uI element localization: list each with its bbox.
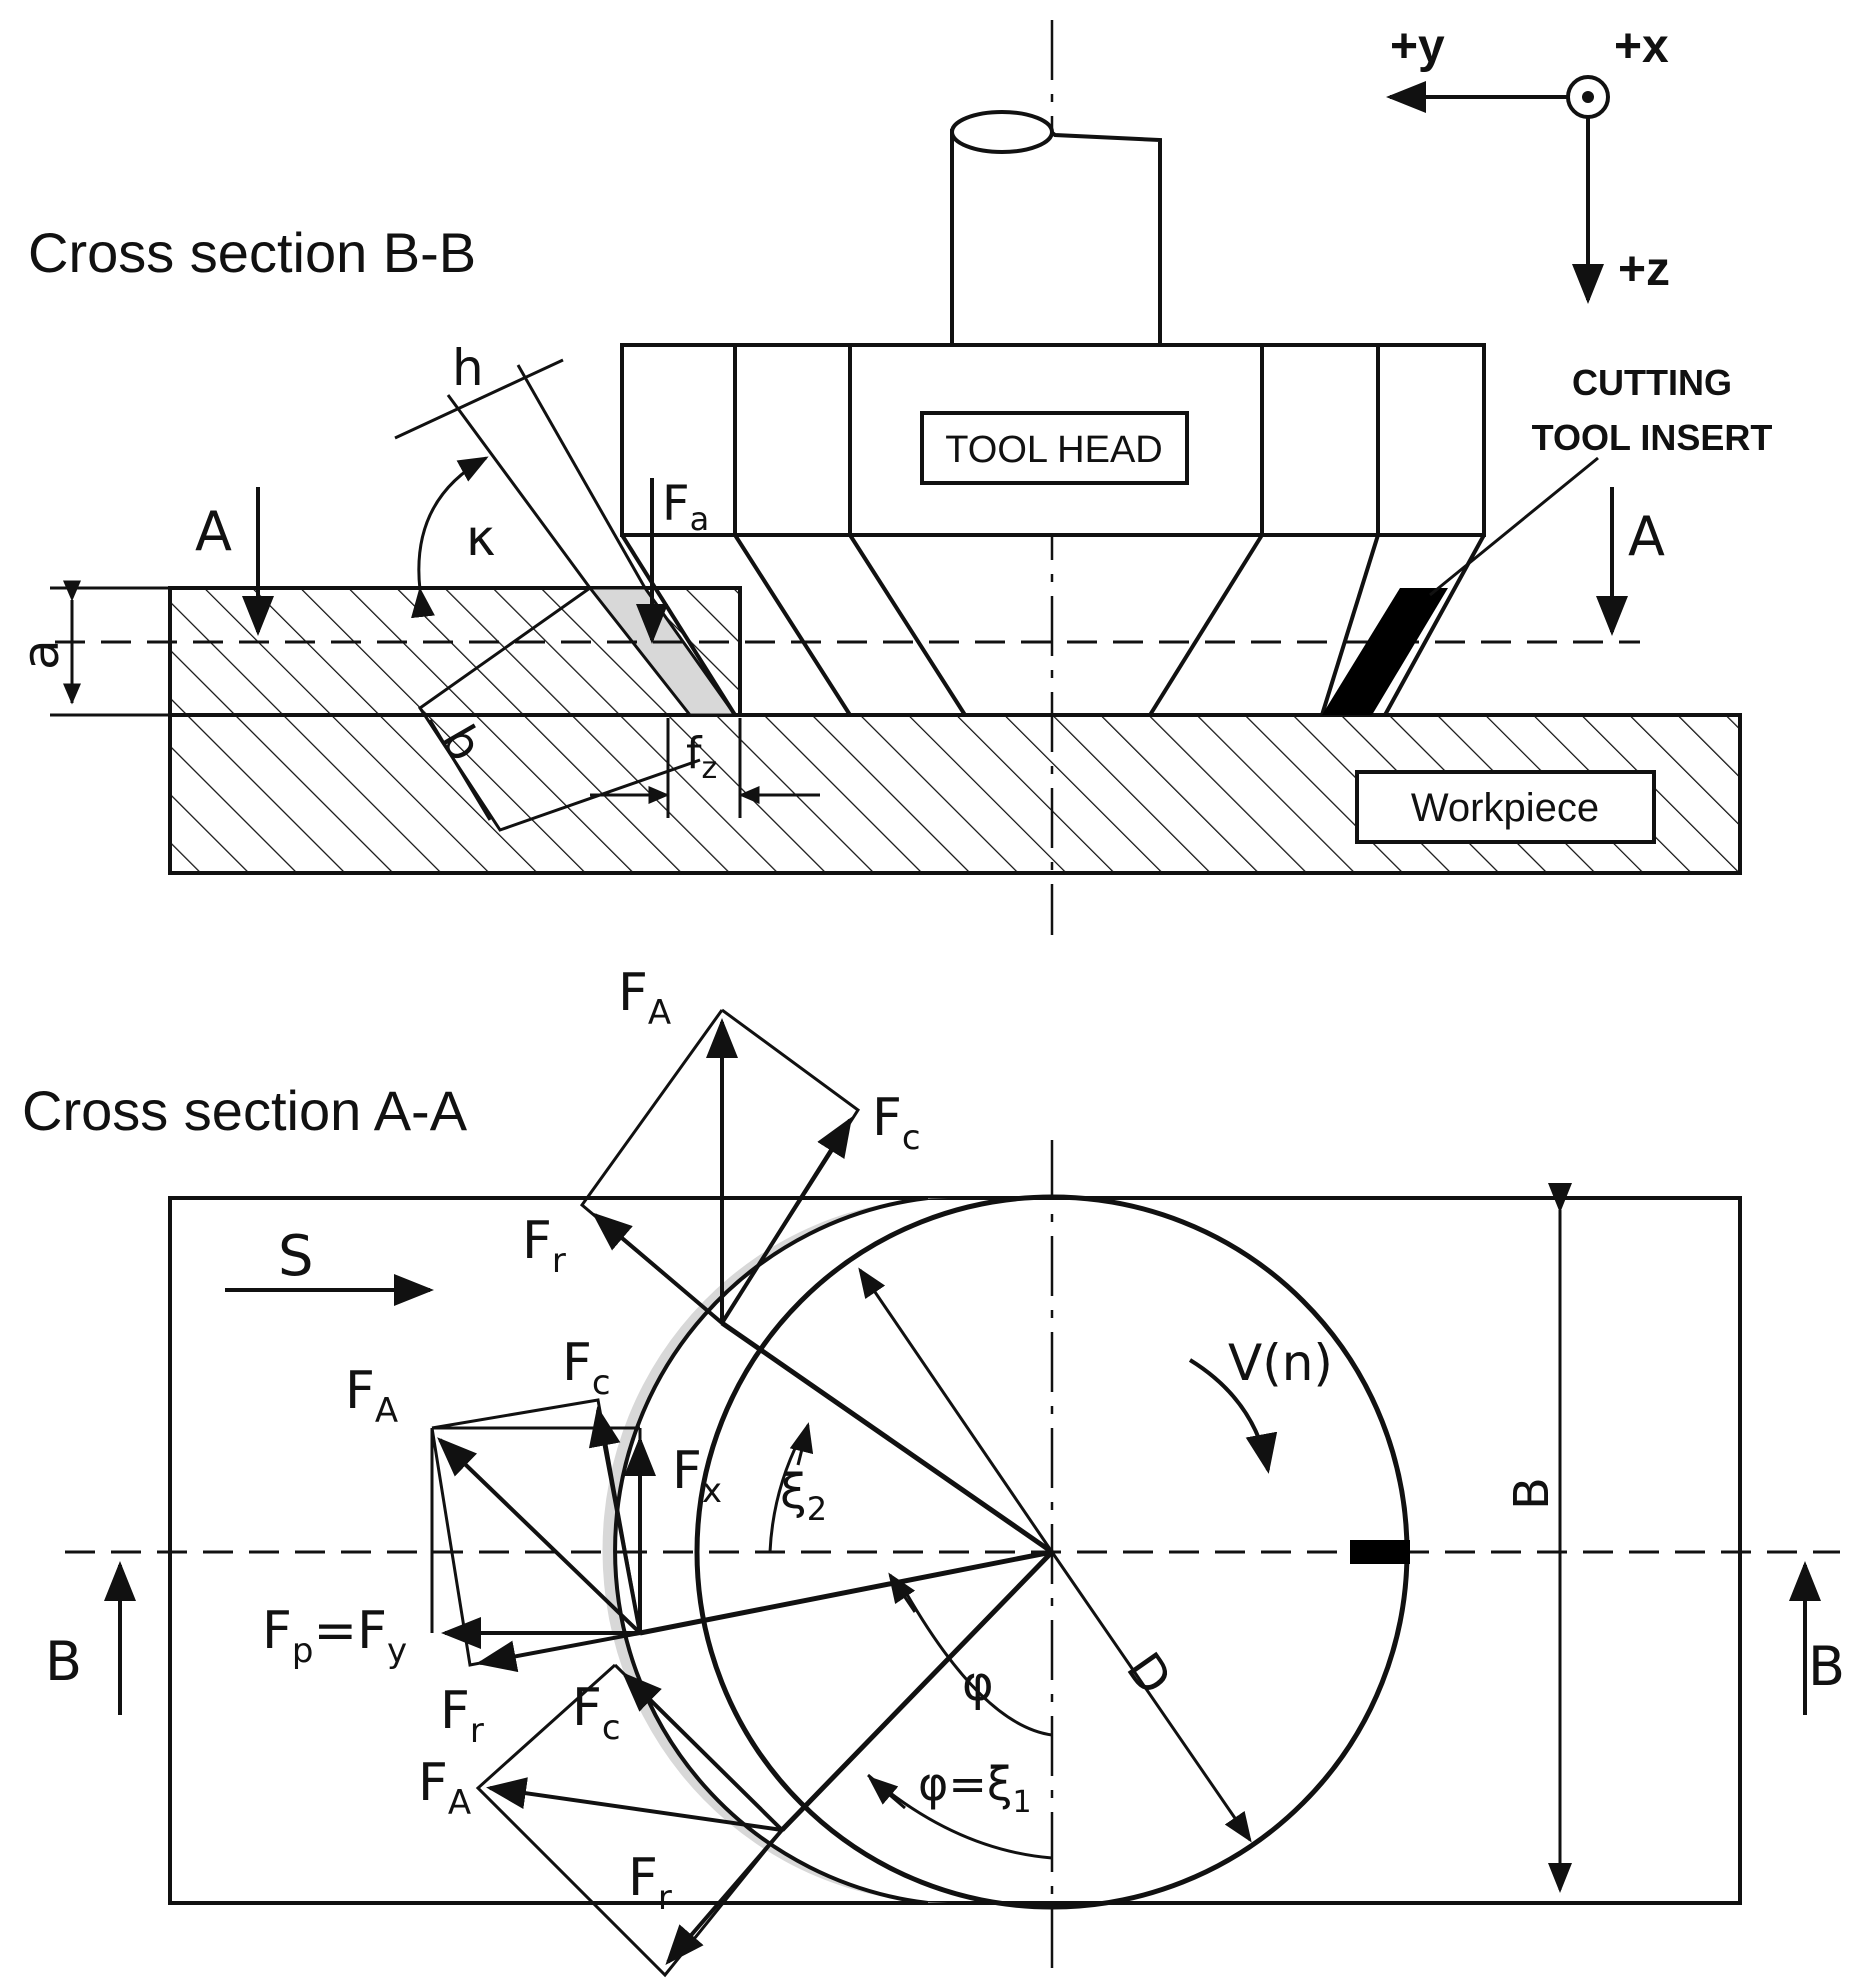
engage-radius-low — [780, 1550, 1054, 1832]
radius-line-upper — [858, 1267, 1054, 1553]
head-slant-r1 — [1320, 534, 1380, 716]
force-fa-bot-arrow — [486, 1777, 783, 1832]
section-b-letter-right: B — [1808, 1635, 1845, 1698]
section-a-title: Cross section A-A — [22, 1079, 468, 1142]
force-fr-bot-label: Fr — [628, 1848, 672, 1918]
tool-head-label: TOOL HEAD — [945, 429, 1163, 471]
insert-leader — [1429, 456, 1599, 597]
rotation-label: V(n) — [1228, 1334, 1333, 1392]
axis-z-label: +z — [1618, 243, 1670, 296]
dim-diameter — [1050, 1551, 1252, 1843]
dim-diameter-label: D — [1115, 1643, 1182, 1705]
workpiece-label: Workpiece — [1411, 786, 1599, 830]
force-fa-top-label: FA — [618, 963, 671, 1033]
tool-head-label-box — [920, 411, 1189, 485]
tool-edge-right — [516, 364, 647, 589]
tool-edge-left — [446, 394, 592, 589]
force-fa-mid-arrow — [437, 1437, 642, 1635]
kappa-label: κ — [466, 509, 495, 567]
section-b-b: Cross section B-B +y +x +z — [12, 20, 1772, 935]
cutting-insert-top — [1350, 1540, 1410, 1564]
head-left-taper — [620, 533, 737, 717]
axis-x-label: +x — [1614, 20, 1669, 73]
x-axis-dot — [1582, 91, 1594, 103]
chip-inner-arc — [613, 1196, 929, 1905]
axis-indicator: +y +x +z — [1386, 20, 1670, 304]
force-fc-mid-label: Fc — [562, 1333, 611, 1403]
section-b-title: Cross section B-B — [28, 221, 476, 284]
force-fc-top-arrow — [720, 1116, 853, 1325]
workpiece-label-box — [1355, 770, 1656, 844]
xi1-arrowhead — [867, 1776, 906, 1810]
dim-h-label: h — [452, 339, 484, 397]
phi-arrowhead — [888, 1572, 917, 1613]
insert-label-line1: CUTTING — [1572, 362, 1732, 403]
dim-b-line — [428, 719, 492, 821]
force-fr-bot-arrow — [665, 1828, 784, 1966]
xi2-label: ξ2 — [780, 1464, 827, 1528]
engage-radius-top — [720, 1320, 1054, 1555]
force-fr-mid-label: Fr — [440, 1681, 484, 1751]
spindle-end — [950, 110, 1054, 154]
phi-arc — [898, 1581, 1053, 1737]
cutting-insert — [1322, 588, 1448, 715]
force-diagram-bottom: Fc FA Fr — [418, 1663, 785, 1978]
phi-label: φ — [962, 1656, 994, 1712]
force-fc-bot-label: Fc — [572, 1678, 621, 1748]
force-fc-bot-arrow — [622, 1672, 784, 1832]
xi2-arrowhead — [789, 1422, 814, 1466]
force-fa-mid-label: FA — [345, 1361, 398, 1431]
force-fc-top-label: Fc — [872, 1088, 921, 1158]
force-fc-mid-arrow — [588, 1406, 642, 1634]
feed-per-tooth-label: fz — [686, 728, 717, 786]
force-fa-bot-label: FA — [418, 1753, 471, 1823]
phi-xi1-label: φ=ξ1 — [918, 1757, 1032, 1820]
section-a-letter-right: A — [1628, 505, 1665, 568]
section-b-letter-left: B — [45, 1630, 82, 1693]
force-fa-label: Fa — [662, 476, 709, 538]
feed-label: S — [278, 1224, 314, 1289]
dim-a-label: a — [12, 639, 70, 670]
section-a-letter-left: A — [195, 500, 232, 563]
section-a-a: Cross section A-A B B B S V(n) D — [22, 963, 1845, 1978]
force-fr-top-arrow — [591, 1212, 724, 1325]
head-slant-r2 — [1148, 533, 1264, 717]
kappa-arc — [411, 456, 489, 619]
force-diagram-middle: FA Fc Fx Fp=Fy Fr — [262, 1333, 722, 1751]
dim-h-line — [394, 358, 564, 440]
dim-width-b-label: B — [1504, 1477, 1560, 1510]
force-diagram-top: FA Fc Fr — [522, 963, 921, 1326]
insert-label-line2: TOOL INSERT — [1532, 417, 1773, 458]
axis-y-label: +y — [1390, 20, 1445, 73]
force-fp-fy-label: Fp=Fy — [262, 1601, 407, 1671]
head-slant-l1 — [848, 533, 967, 717]
force-fr-top-label: Fr — [522, 1211, 566, 1281]
rotation-arrow — [1188, 1358, 1278, 1474]
force-fr-mid-arrow — [476, 1631, 641, 1673]
head-slant-l2 — [733, 533, 852, 717]
force-fx-label: Fx — [672, 1441, 722, 1511]
engage-radius-mid — [639, 1549, 1053, 1636]
